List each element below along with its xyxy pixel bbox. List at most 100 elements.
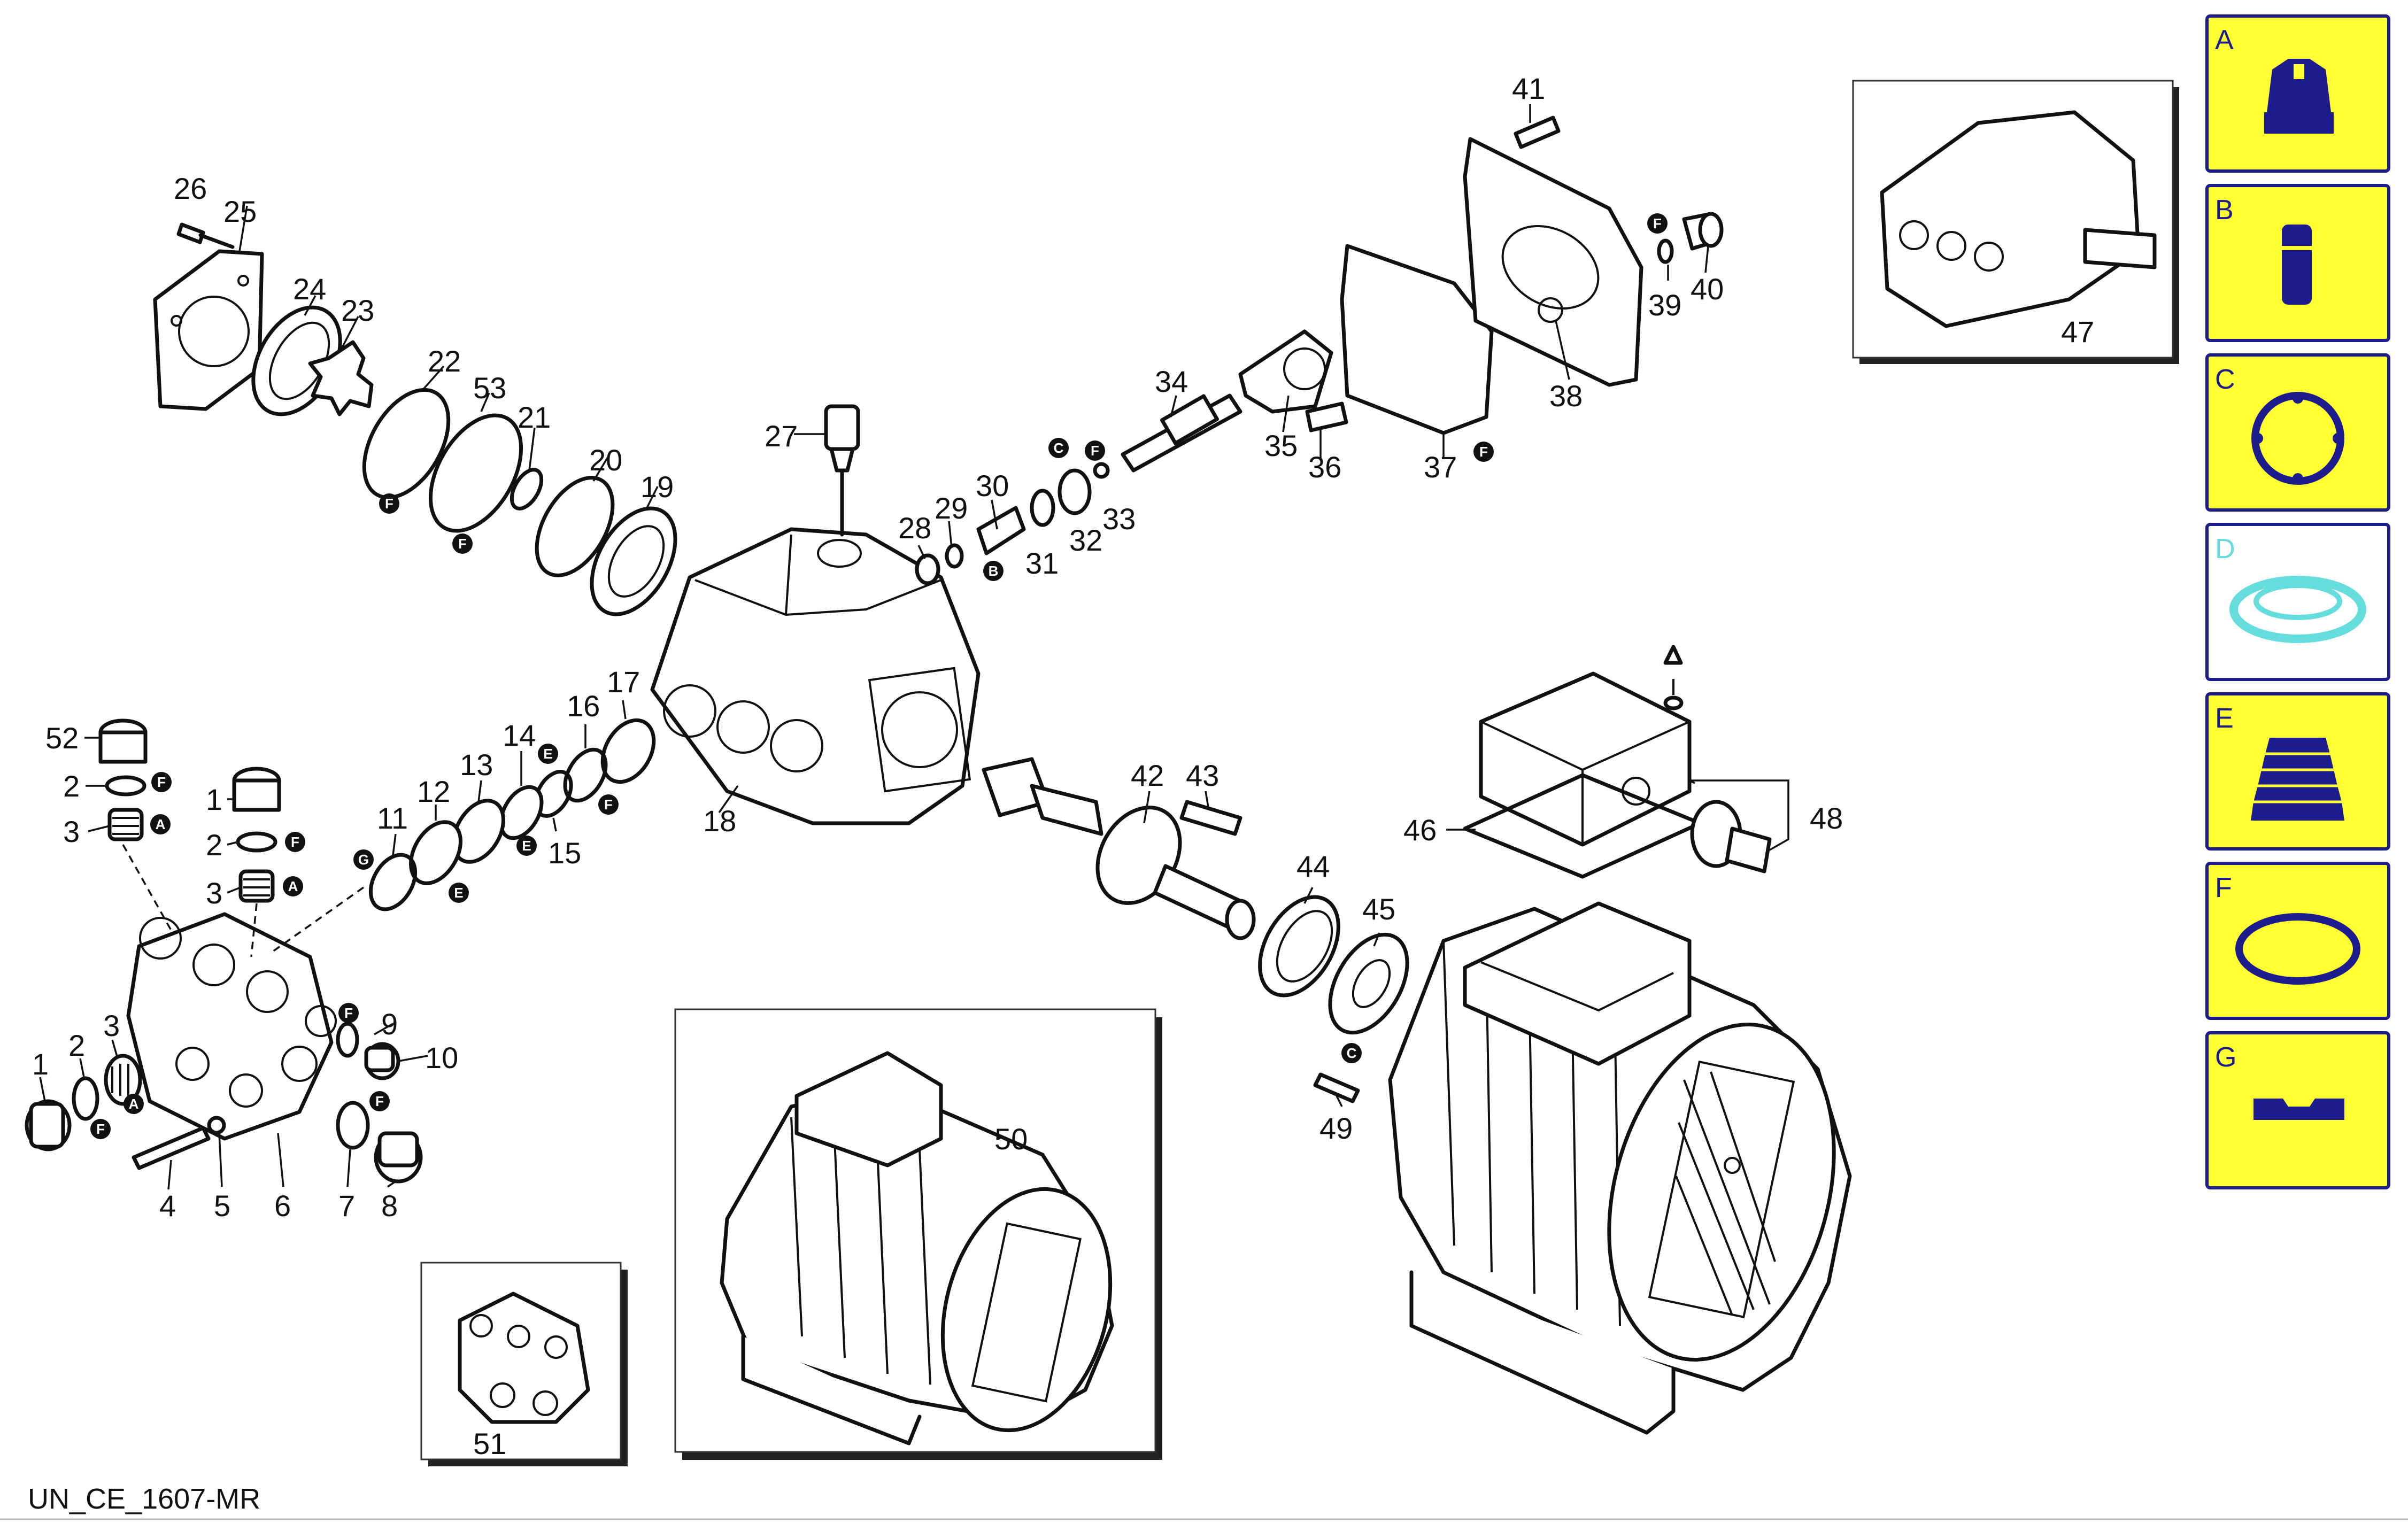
badge-c-45: C — [1341, 1043, 1362, 1063]
inset-47-pump-assembly: 47 — [1852, 80, 2179, 364]
category-tile-b[interactable]: B — [2205, 184, 2390, 342]
part-49-screw — [1313, 1072, 1360, 1103]
part-5-washer — [207, 1116, 226, 1135]
label-8: 8 — [381, 1189, 398, 1223]
part-43-key — [1179, 800, 1242, 836]
part-10-plug — [364, 1042, 400, 1080]
label-11: 11 — [377, 801, 408, 835]
part-25-flange — [153, 249, 264, 411]
svg-text:D: D — [2215, 534, 2235, 565]
svg-text:E: E — [2215, 703, 2234, 734]
label-18: 18 — [703, 804, 736, 838]
category-tile-e[interactable]: E — [2205, 692, 2390, 851]
part-6-manifold — [126, 912, 337, 1141]
part-53-ring — [428, 413, 523, 533]
svg-text:F: F — [604, 797, 613, 813]
svg-text:F: F — [157, 774, 166, 790]
svg-text:B: B — [2215, 195, 2234, 226]
label-20: 20 — [589, 443, 622, 477]
badge-c-32: C — [1048, 438, 1069, 458]
label-49: 49 — [1319, 1111, 1353, 1145]
label-19: 19 — [640, 470, 674, 504]
drawing-code: UN_CE_1607-MR — [28, 1483, 260, 1515]
part-1-plug-low — [25, 1099, 72, 1151]
part-45-shaft-seal — [1328, 932, 1409, 1035]
part-35-con-rod — [1238, 329, 1333, 414]
label-27: 27 — [765, 419, 798, 453]
badge-f-53: F — [452, 534, 473, 554]
part-3-valve-low — [104, 1054, 142, 1106]
label-44: 44 — [1296, 849, 1330, 883]
label-21: 21 — [518, 400, 551, 434]
part-26-screw — [176, 222, 235, 249]
badge-f-2-mid: F — [285, 832, 305, 852]
part-42-crankshaft — [982, 757, 1256, 940]
label-3-top: 3 — [63, 815, 80, 848]
badge-e-14: E — [538, 744, 558, 764]
label-40: 40 — [1691, 272, 1724, 306]
part-2-oring-mid — [236, 831, 277, 853]
part-38-rear-cover — [1463, 137, 1643, 387]
part-18-pump-housing — [650, 527, 981, 825]
label-45: 45 — [1362, 892, 1395, 926]
category-tile-g[interactable]: G — [2205, 1031, 2390, 1189]
badge-f-33: F — [1085, 440, 1105, 461]
label-6: 6 — [274, 1189, 291, 1223]
label-42: 42 — [1131, 759, 1164, 792]
badge-e-13: E — [516, 836, 537, 856]
label-16: 16 — [567, 689, 600, 723]
part-4-bolt — [132, 1126, 211, 1170]
label-2-low: 2 — [68, 1029, 85, 1062]
gasket-icon — [2253, 1099, 2344, 1120]
label-30: 30 — [976, 469, 1009, 502]
washer-ring-icon — [2251, 392, 2344, 485]
part-13-seal — [452, 799, 505, 864]
label-37: 37 — [1424, 450, 1457, 484]
label-1-low: 1 — [32, 1047, 49, 1081]
badge-a-3-top: A — [150, 814, 171, 834]
pin-icon — [2282, 225, 2312, 305]
part-12-seal — [409, 820, 462, 885]
category-tile-d[interactable]: D — [2205, 523, 2390, 681]
svg-text:F: F — [1479, 444, 1488, 460]
svg-text:A: A — [2215, 25, 2234, 56]
label-4: 4 — [159, 1189, 176, 1223]
part-17-seal — [600, 718, 656, 784]
inset-50-motor: 50 — [674, 1008, 1162, 1460]
category-tile-a[interactable]: A — [2205, 14, 2390, 173]
svg-text:F: F — [291, 834, 299, 850]
svg-text:F: F — [1091, 443, 1099, 459]
svg-text:A: A — [129, 1096, 139, 1112]
part-14-seal — [499, 785, 544, 840]
label-23: 23 — [341, 293, 374, 327]
label-24: 24 — [293, 272, 326, 306]
category-sidebar: A B C D — [2205, 14, 2390, 1189]
label-25: 25 — [223, 195, 257, 228]
o-ring-icon — [2235, 913, 2360, 985]
svg-text:F: F — [96, 1121, 105, 1137]
part-21-circlip — [510, 468, 544, 511]
label-33: 33 — [1102, 502, 1136, 536]
badge-e-12: E — [449, 883, 469, 903]
category-tile-c[interactable]: C — [2205, 353, 2390, 512]
label-5: 5 — [214, 1189, 230, 1223]
category-tile-f[interactable]: F — [2205, 862, 2390, 1020]
label-29: 29 — [935, 491, 968, 525]
part-number-labels: 26 25 24 23 22 53 21 20 19 27 28 29 30 3… — [32, 72, 1843, 1223]
svg-text:C: C — [2215, 364, 2235, 395]
part-2-oring-low — [72, 1076, 99, 1121]
svg-text:F: F — [2215, 872, 2232, 903]
label-47: 47 — [2061, 315, 2094, 349]
label-39: 39 — [1648, 288, 1681, 322]
part-11-ring — [368, 853, 418, 911]
part-16-ring — [563, 747, 608, 803]
label-51: 51 — [473, 1427, 506, 1460]
svg-text:G: G — [358, 852, 369, 868]
svg-text:F: F — [458, 536, 467, 552]
svg-text:F: F — [1653, 215, 1662, 231]
label-1-mid: 1 — [206, 783, 222, 816]
part-20-snap-ring — [535, 476, 615, 577]
label-3-mid: 3 — [206, 876, 222, 910]
part-8-plug — [374, 1131, 423, 1184]
